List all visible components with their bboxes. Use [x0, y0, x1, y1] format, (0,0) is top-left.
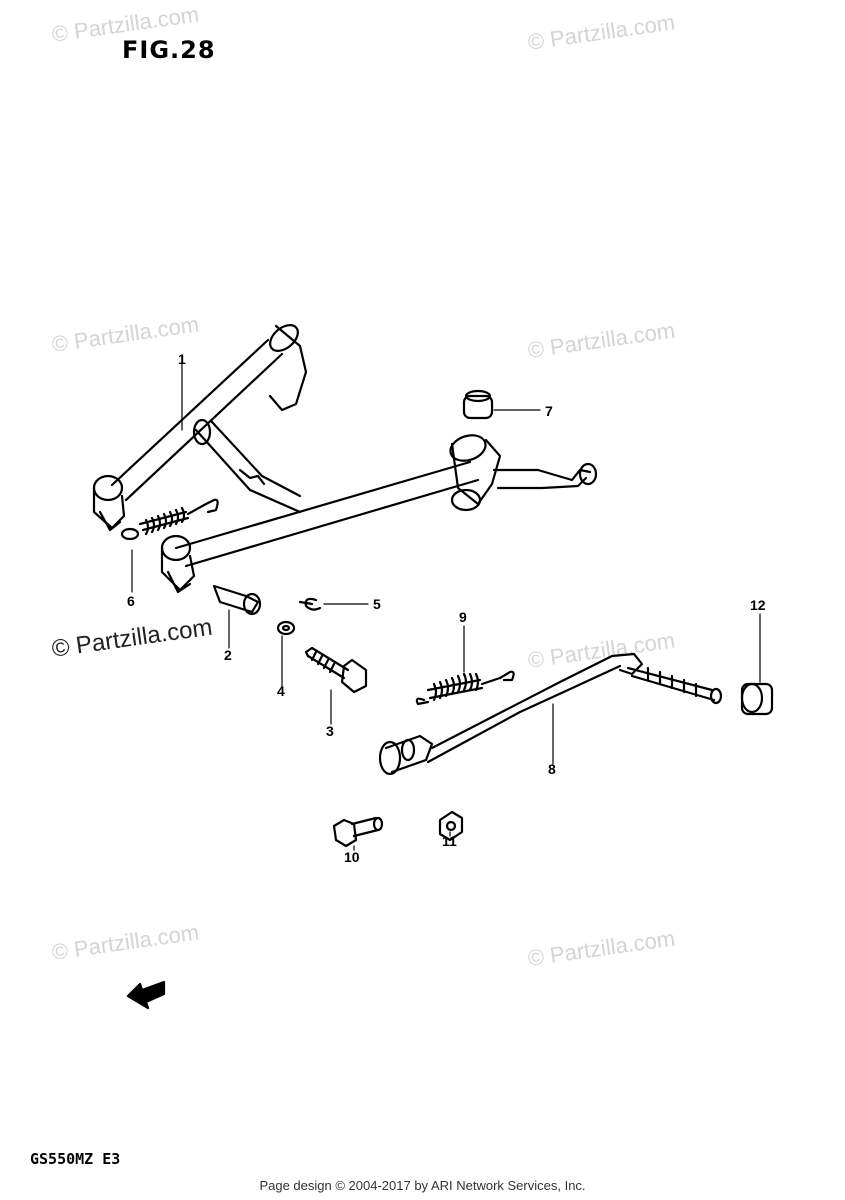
- callout-5: 5: [373, 596, 381, 612]
- figure-title: FIG.28: [122, 36, 216, 64]
- callout-12: 12: [750, 597, 766, 613]
- footer-copyright: Page design © 2004-2017 by ARI Network S…: [259, 1178, 586, 1193]
- stand-spring: [120, 498, 219, 541]
- callout-9: 9: [459, 609, 467, 625]
- stopper-rubber: [462, 389, 494, 420]
- model-code: GS550MZ E3: [30, 1150, 121, 1168]
- washer: [276, 620, 296, 636]
- callout-3: 3: [326, 723, 334, 739]
- stand-collar: [212, 584, 262, 616]
- callout-10: 10: [344, 849, 360, 865]
- callout-11: 11: [442, 833, 457, 849]
- callout-7: 7: [545, 403, 553, 419]
- callout-4: 4: [277, 683, 285, 699]
- pivot-bolt: [304, 646, 368, 694]
- stand-rubber: [740, 682, 774, 716]
- callout-1: 1: [178, 351, 186, 367]
- stand-bolt: [332, 816, 384, 848]
- side-stand: [378, 652, 723, 776]
- callout-2: 2: [224, 647, 232, 663]
- callout-8: 8: [548, 761, 556, 777]
- stand-nut: [438, 810, 464, 842]
- callout-6: 6: [127, 593, 135, 609]
- center-stand-frame: [92, 324, 598, 594]
- forward-arrow-icon: [126, 980, 166, 1010]
- cotter-pin: [298, 597, 322, 611]
- kickstand-spring: [415, 670, 515, 706]
